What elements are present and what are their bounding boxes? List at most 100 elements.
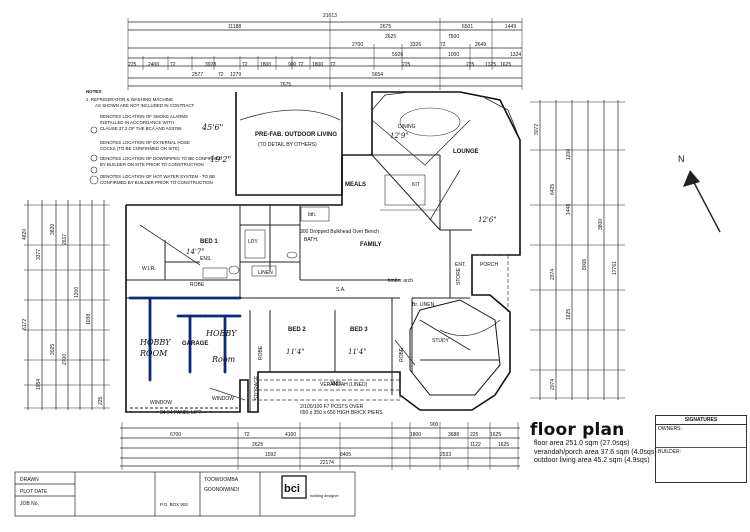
dim-bottom: 8405 [340, 452, 351, 458]
note-line: INSTALLED IN ACCORDANCE WITH [100, 120, 174, 125]
window-label: WINDOW [150, 400, 172, 406]
dim-top: 900 [288, 62, 297, 68]
title-block-office: TOOWOOMBA [204, 477, 239, 483]
note-line: CLAUSE 37.2 OF THE BCA AND AS3786 [100, 126, 182, 131]
builder-signature-field[interactable]: BUILDER: [656, 448, 746, 470]
room-kit: KIT [412, 182, 420, 188]
posts-note: 2/100/100 F7 POSTS OVER [300, 404, 364, 410]
room-family: FAMILY [360, 242, 381, 248]
dim-top: 1324 [510, 52, 521, 58]
handwritten-hobby-room: Room [211, 355, 236, 364]
dim-top: 72 [440, 42, 446, 48]
dim-right: 6425 [550, 184, 556, 195]
title-block-job: JOB No. [20, 501, 39, 507]
dim-top: 2577 [192, 72, 203, 78]
room-meals: MEALS [345, 182, 366, 188]
dim-top: 2400 [148, 62, 159, 68]
area-verandah: verandah/porch area 37.6 sqm (4.0sqs) [534, 448, 657, 456]
dim-top: 6501 [462, 24, 473, 30]
note-line: BY BUILDER ON SITE PRIOR TO CONSTRUCTION [100, 162, 204, 167]
area-summary: floor area 251.0 sqm (27.0sqs) verandah/… [534, 440, 657, 466]
room-garage: GARAGE [182, 341, 208, 347]
dim-top: 1800 [260, 62, 271, 68]
handwritten-dimension: 45'6" [201, 123, 223, 132]
handwritten-hobby-room: HOBBY [205, 329, 237, 338]
note-line: 1. REFRIGERATOR & WASHING MACHINE [86, 97, 173, 102]
dim-top: 1800 [312, 62, 323, 68]
dim-top: 1449 [505, 24, 516, 30]
smoke-alarm-label: S.A. [336, 287, 345, 293]
dim-top: 11188 [228, 24, 241, 30]
dim-left: 1954 [36, 379, 42, 390]
dim-right: 1200 [566, 149, 572, 160]
room-dining: DINING [398, 124, 416, 130]
dim-top: 1279 [230, 72, 241, 78]
north-arrow-icon [683, 170, 721, 233]
dim-right: 8006 [582, 259, 588, 270]
dim-bottom: 2533 [440, 452, 451, 458]
room-wir: W.I.R. [142, 266, 156, 272]
company-tagline: building designer [310, 494, 339, 498]
note-line: DENOTES LOCATION OF EXTERNAL HOSE [100, 140, 190, 145]
dim-overall-top: 21613 [323, 13, 337, 19]
dim-left: 3377 [36, 249, 42, 260]
timber-arch-label: timber arch [388, 278, 413, 284]
owners-label: OWNERS: [658, 426, 682, 432]
dim-top: 72 [242, 62, 248, 68]
handwritten-dimension: 19'2" [210, 155, 231, 164]
dim-top: 2649 [475, 42, 486, 48]
room-study: STUDY [432, 338, 450, 344]
dim-top: 225 [128, 62, 137, 68]
room-bed1: BED 1 [200, 239, 218, 245]
pencil-markup [139, 109, 501, 401]
dim-bottom: 72 [244, 432, 250, 438]
room-lounge: LOUNGE [453, 149, 479, 155]
dim-top: 2675 [380, 24, 391, 30]
handwritten-hobby-room: ROOM [139, 349, 168, 358]
dim-top: 72 [298, 62, 304, 68]
dim-top: 72 [218, 72, 224, 78]
room-ldy: LDY. [248, 239, 258, 245]
dim-bottom: 225 [470, 432, 479, 438]
room-bth: bth. [308, 212, 316, 218]
dim-top: 7500 [448, 34, 459, 40]
dim-left: 1038 [86, 314, 92, 325]
dim-bottom: 1800 [410, 432, 421, 438]
notes-heading: NOTES: [86, 89, 103, 94]
room-bed3: BED 3 [350, 327, 368, 333]
handwritten-dimension: 14'7" [186, 248, 205, 256]
dim-top: 225 [466, 62, 475, 68]
dim-top: 5926 [392, 52, 403, 58]
robe-label: ROBE [399, 347, 405, 362]
room-storage: STORAGE [254, 375, 260, 400]
title-block-date: PLOT DATE [20, 489, 48, 495]
note-line: DENOTES LOCATION OF HOT WATER SYSTEM - T… [100, 174, 215, 179]
dim-left: 6172 [22, 319, 28, 330]
dim-top: 7675 [280, 82, 291, 88]
room-ens: ENS. [200, 256, 212, 262]
north-label: N [678, 154, 685, 164]
dim-top: 72 [170, 62, 176, 68]
br-linen-label: Br. LINEN [412, 302, 435, 308]
dim-top: 3326 [410, 42, 421, 48]
dim-right: 2074 [550, 379, 556, 390]
robe-label: ROBE [258, 345, 264, 360]
dim-top: 1000 [448, 52, 459, 58]
handwritten-dimension: 12'6" [478, 216, 497, 224]
dim-top: 2625 [385, 34, 396, 40]
dim-bottom: 22174 [320, 460, 334, 466]
piers-note: 650 x 350 x 650 HIGH BRICK PIERS [300, 410, 383, 416]
dim-top: 5654 [372, 72, 383, 78]
room-outdoor-note: (TO DETAIL BY OTHERS) [258, 142, 317, 148]
dim-bottom: 3882 [330, 381, 341, 387]
dim-left: 2700 [62, 354, 68, 365]
room-bath: BATH. [304, 237, 318, 243]
owners-signature-field[interactable]: OWNERS: [656, 425, 746, 448]
dim-right: 2374 [550, 269, 556, 280]
handwritten-dimension: 12'9" [390, 132, 409, 140]
room-verandah: VERANDAH (LINED) [320, 382, 368, 388]
room-bed2: BED 2 [288, 327, 306, 333]
dim-left: 2617 [62, 234, 68, 245]
title-block-office: GOONDIWINDI [204, 487, 239, 493]
handwritten-dimension: 11'4" [348, 348, 367, 356]
